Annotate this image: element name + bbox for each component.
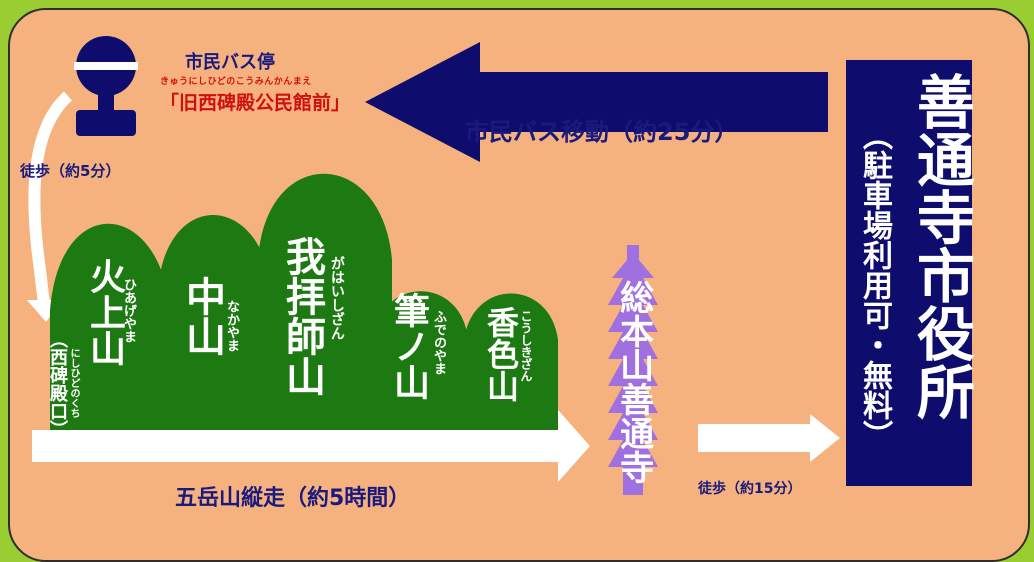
- walk-office-label: 徒歩（約15分）: [698, 481, 802, 497]
- mountain-reading-5: こうしきざん: [519, 310, 533, 382]
- mountain-name-4: 筆ノ山: [388, 292, 429, 400]
- walk-curve-arrow: [28, 91, 73, 305]
- bus-route-label: 市民バス移動（約25分）: [465, 118, 739, 146]
- route-graphics: [27, 36, 972, 495]
- trail-label: 五岳山縦走（約5時間）: [175, 486, 411, 511]
- walk-office-arrow-shaft: [698, 424, 810, 452]
- route-diagram: 市民バス停 きゅうにしひどのこうみんかんまえ 「旧西碑殿公民館前」 市民バス移動…: [8, 8, 1030, 562]
- trail-arrow: [32, 410, 590, 482]
- walk-trail-label: 徒歩（約5分）: [20, 162, 121, 180]
- mountain-sub-1: （西碑殿口）: [47, 330, 68, 438]
- route-map-panel: 市民バス停 きゅうにしひどのこうみんかんまえ 「旧西碑殿公民館前」 市民バス移動…: [8, 8, 1030, 562]
- mountain-3: [256, 173, 392, 435]
- bus-stop-title: 市民バス停: [185, 52, 275, 73]
- mountain-name-3: 我拝師山: [279, 236, 325, 396]
- city-office-name: 善通寺市役所: [907, 72, 975, 420]
- mountain-4: [370, 291, 468, 435]
- temple-name: 総本山善通寺: [613, 280, 654, 484]
- mountain-sub-reading-1: にしひどのくち: [68, 348, 79, 418]
- mountain-name-2: 中山: [179, 276, 225, 356]
- mountain-name-5: 香色山: [482, 306, 520, 402]
- mountain-reading-2: なかやま: [224, 300, 239, 352]
- bus-stop-reading: きゅうにしひどのこうみんかんまえ: [160, 77, 312, 87]
- bus-route-arrow: [365, 42, 828, 162]
- pagoda-icon: [608, 245, 658, 495]
- mountain-name-1: 火上山: [84, 258, 125, 366]
- mountain-reading-1: ひあげやま: [121, 278, 136, 343]
- bus-stop-name: 「旧西碑殿公民館前」: [160, 92, 351, 114]
- mountain-reading-3: がはいしざん: [328, 256, 345, 340]
- mountain-2: [155, 215, 272, 435]
- city-office-note: （駐車場利用可・無料）: [857, 120, 892, 450]
- mountain-reading-4: ふでのやま: [430, 310, 446, 375]
- mountain-1: [50, 223, 170, 435]
- mountain-5: [462, 293, 558, 435]
- city-office-panel: [846, 60, 972, 486]
- bus-stop-icon: [74, 36, 138, 136]
